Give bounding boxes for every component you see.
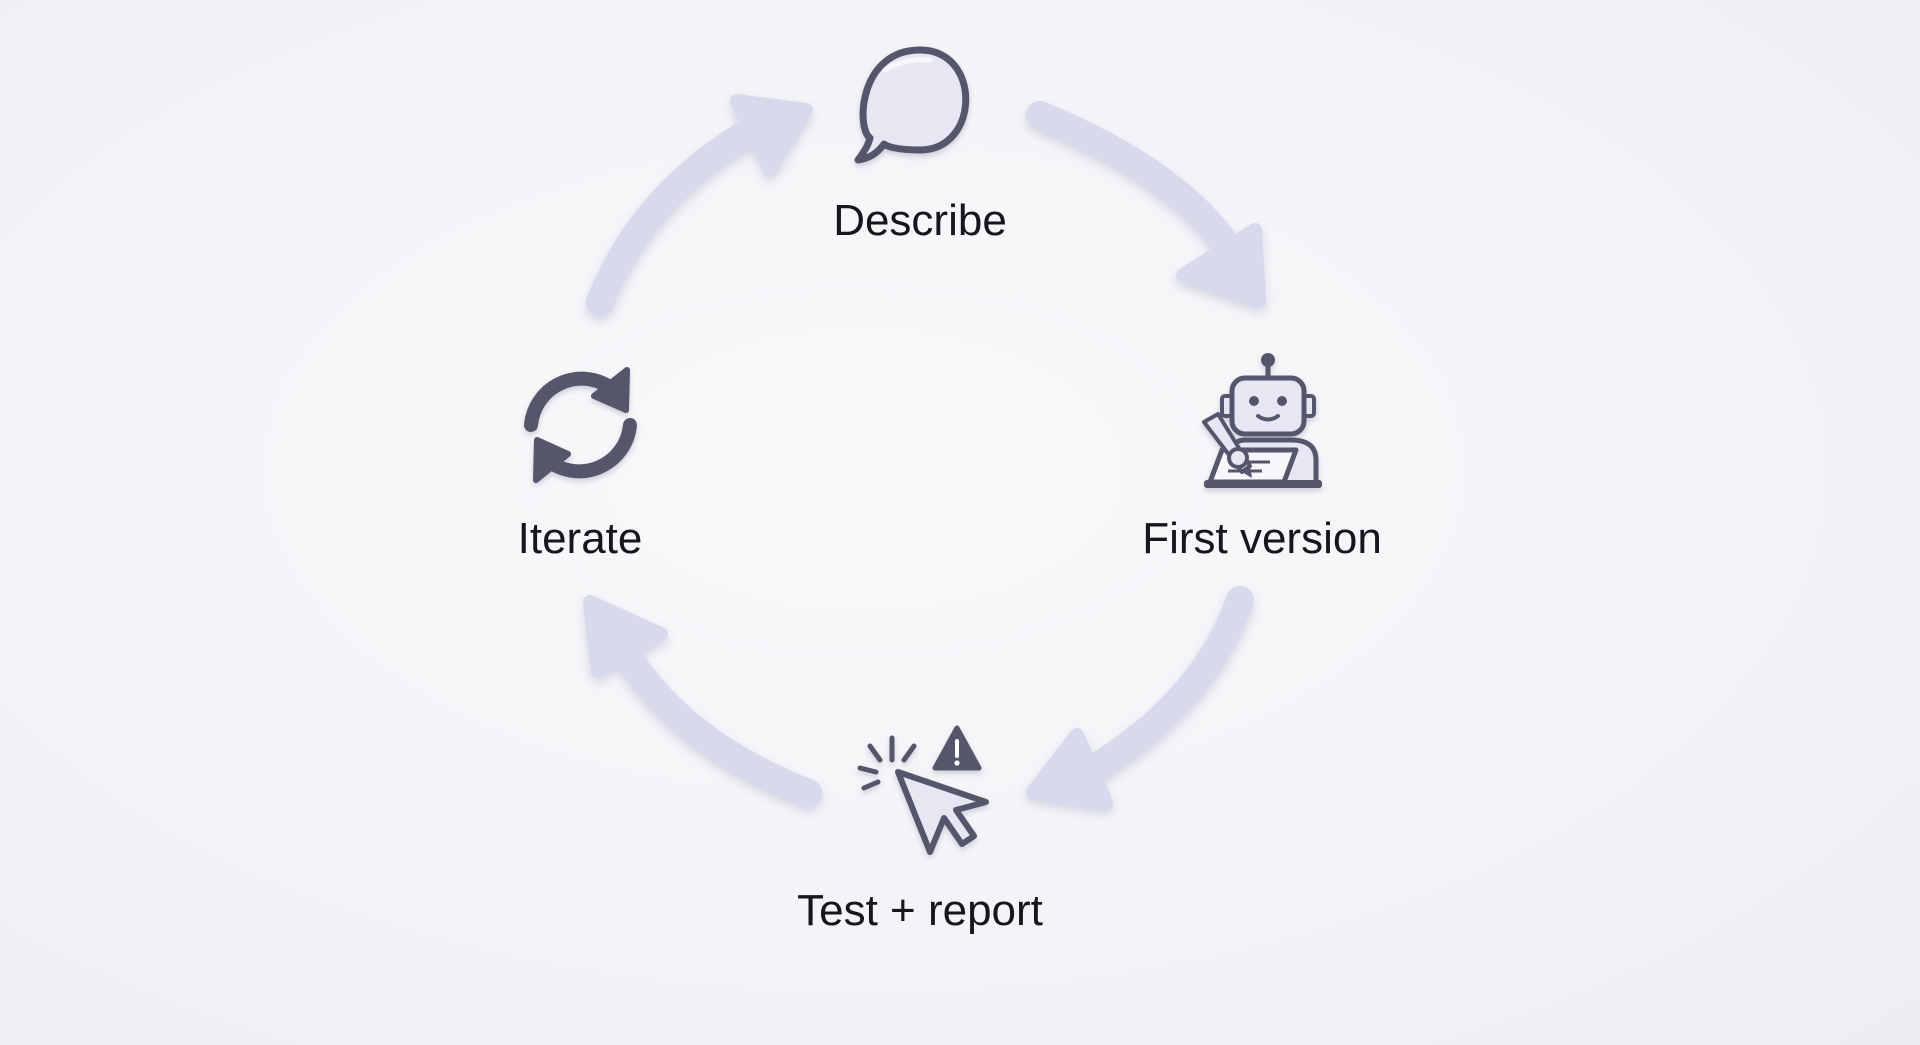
speech-bubble-icon <box>854 46 970 164</box>
step-test-report: Test + report <box>797 725 1043 935</box>
cursor-warning-icon <box>857 725 989 855</box>
step-label-iterate: Iterate <box>518 514 643 563</box>
arrow-describe-to-first-version <box>1026 101 1266 308</box>
arrow-test-to-iterate <box>583 595 822 807</box>
robot-writing-icon <box>1202 353 1322 488</box>
arrow-iterate-to-describe <box>586 94 813 316</box>
step-iterate: Iterate <box>518 367 643 563</box>
arrow-first-version-to-test <box>1026 586 1254 810</box>
step-label-describe: Describe <box>833 196 1007 245</box>
step-first-version: First version <box>1142 353 1382 563</box>
step-describe: Describe <box>833 46 1007 245</box>
step-label-test-report: Test + report <box>797 886 1043 935</box>
refresh-icon <box>524 367 637 483</box>
step-label-first-version: First version <box>1142 514 1382 563</box>
